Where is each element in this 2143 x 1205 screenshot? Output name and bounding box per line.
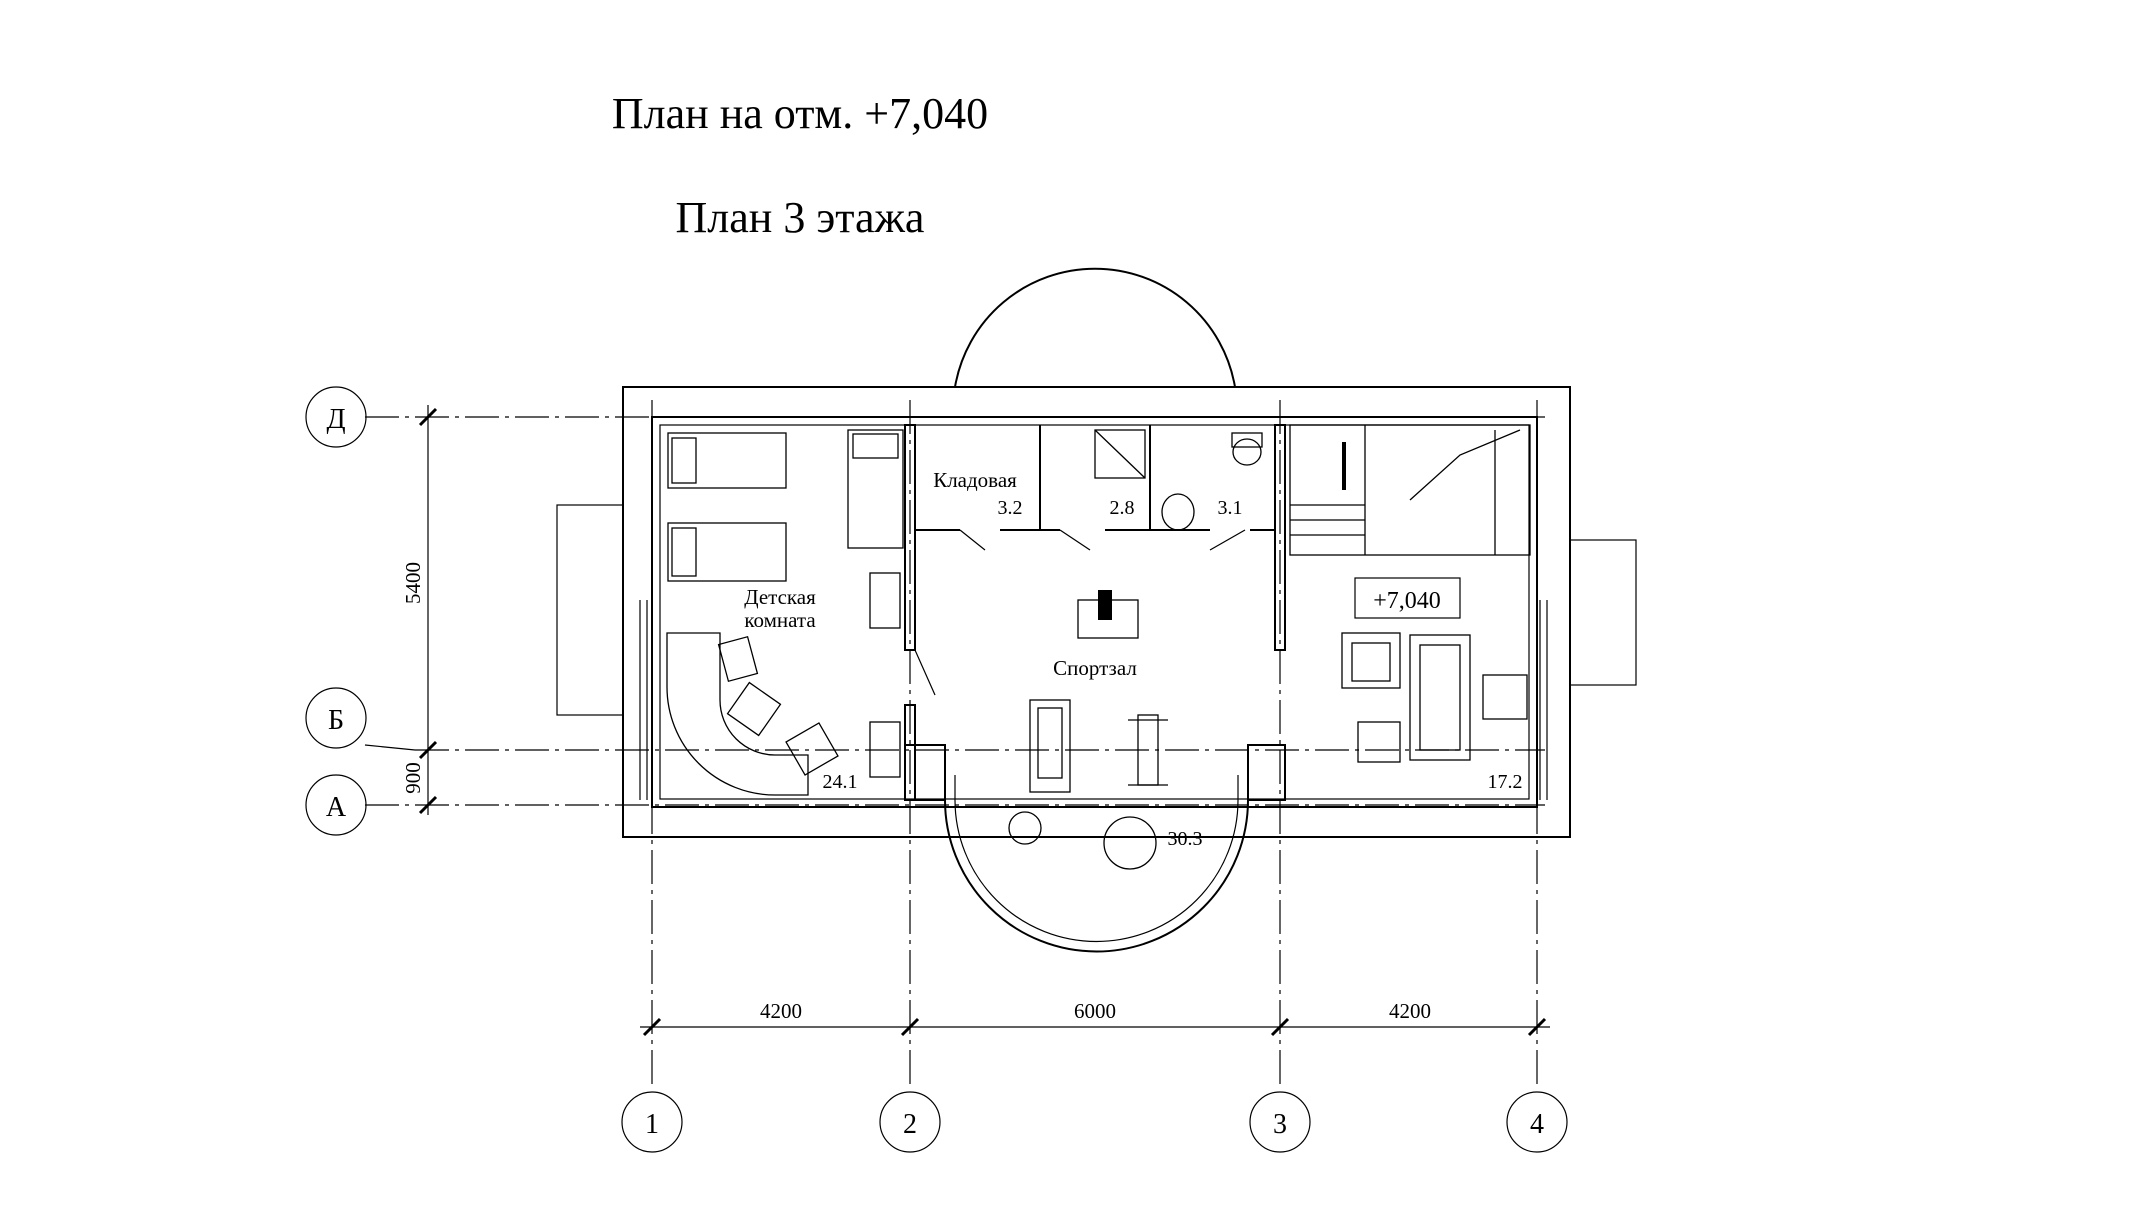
left-balcony (556, 504, 624, 716)
dim-4200-right-label: 4200 (1389, 999, 1431, 1023)
corner-desk (666, 632, 809, 796)
door-storage (959, 529, 986, 551)
right-window (1539, 600, 1548, 800)
kids-room-area: 24.1 (823, 771, 858, 793)
armchair (1341, 632, 1401, 689)
door-shower (1059, 529, 1091, 551)
sink (1161, 493, 1195, 531)
bay-window-outer (944, 775, 1249, 953)
column-left (904, 744, 946, 801)
vertical-dimension-chain: 5400 900 (401, 405, 438, 815)
plan-subtitle: План 3 этажа (675, 193, 925, 242)
kids-room-name-line1: Детская (744, 585, 816, 609)
svg-text:1: 1 (645, 1109, 659, 1140)
dim-5400-label: 5400 (401, 562, 425, 604)
level-mark-box (1354, 577, 1461, 619)
side-table (1482, 674, 1528, 720)
bed-2 (667, 522, 787, 582)
toilet (1231, 432, 1263, 466)
dim-4200-left-label: 4200 (760, 999, 802, 1023)
bed-3 (847, 429, 904, 549)
axis-marker-1: 1 (621, 1091, 683, 1153)
axis-marker-d: Д (305, 386, 367, 448)
storage-name: Кладовая (933, 468, 1017, 492)
bay-window-inner (954, 775, 1239, 943)
axis-marker-b: Б (305, 687, 367, 749)
plan-title: План на отм. +7,040 (611, 89, 989, 138)
level-mark-label: +7,040 (1373, 588, 1441, 614)
handrail (1342, 442, 1346, 490)
coffee-table (1357, 721, 1401, 763)
shower-tray (1094, 429, 1146, 479)
wc-area: 3.1 (1218, 497, 1243, 519)
axis-marker-3: 3 (1249, 1091, 1311, 1153)
axis-leader-b (364, 744, 416, 751)
chair-3 (785, 722, 839, 776)
axis-marker-a: А (305, 774, 367, 836)
partition-kids-gym-top (904, 424, 916, 651)
axis-marker-4: 4 (1506, 1091, 1568, 1153)
right-balcony (1569, 539, 1637, 686)
svg-text:А: А (326, 792, 347, 823)
exercise-bike (1128, 714, 1168, 786)
svg-text:Б: Б (328, 705, 344, 736)
left-window (639, 600, 648, 800)
partition-gym-hall (1274, 424, 1286, 651)
staircase (1289, 424, 1531, 556)
axis-marker-2: 2 (879, 1091, 941, 1153)
chair-1 (717, 635, 759, 683)
dim-900-label: 900 (401, 762, 425, 794)
svg-text:Д: Д (326, 404, 345, 435)
storage-area: 3.2 (998, 497, 1023, 519)
inner-wall-outline (651, 416, 1538, 808)
svg-text:2: 2 (903, 1109, 917, 1140)
kids-room-name-line2: комната (744, 608, 816, 632)
shower-area: 2.8 (1110, 497, 1135, 519)
gym-area: 30.3 (1168, 828, 1203, 850)
multi-gym-machine (1077, 590, 1139, 639)
dim-6000-label: 6000 (1074, 999, 1116, 1023)
svg-text:3: 3 (1273, 1109, 1287, 1140)
roof-dome-arc (954, 267, 1236, 388)
nightstand (869, 572, 901, 629)
sofa (1409, 634, 1471, 761)
horizontal-dimension-chain: 4200 6000 4200 (640, 999, 1550, 1037)
dresser (869, 721, 901, 778)
inner-wall-face (659, 424, 1530, 800)
gym-name: Спортзал (1053, 656, 1137, 680)
bed-1 (667, 432, 787, 489)
column-right (1247, 744, 1286, 801)
door-kids-room (914, 649, 936, 696)
door-wc (1209, 529, 1246, 551)
svg-text:4: 4 (1530, 1109, 1544, 1140)
gym-ball-large (1103, 816, 1157, 870)
gym-ball-small (1008, 811, 1042, 845)
chair-2 (726, 681, 782, 737)
hall-area: 17.2 (1488, 771, 1523, 793)
treadmill (1029, 699, 1071, 793)
